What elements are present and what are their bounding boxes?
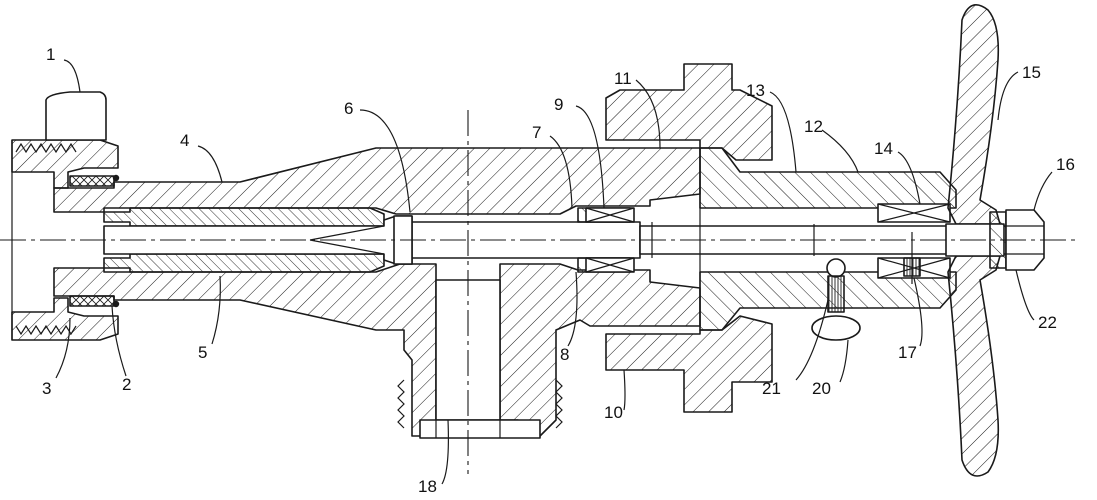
packing-assembly — [577, 207, 635, 273]
callout-18: 18 — [418, 477, 437, 496]
inner-sleeve-upper — [103, 207, 385, 227]
handwheel-upper-spoke — [947, 4, 1001, 225]
callout-5: 5 — [198, 343, 207, 362]
callout-12: 12 — [804, 117, 823, 136]
callout-20: 20 — [812, 379, 831, 398]
coupling-nut-grip — [45, 91, 107, 141]
callout-6: 6 — [344, 99, 353, 118]
inner-sleeve-lower — [103, 253, 385, 273]
center-lines — [0, 110, 1076, 474]
outlet-thread-right — [555, 379, 563, 429]
handwheel-lower-spoke — [947, 255, 1001, 477]
lock-screw-shank — [827, 275, 845, 313]
valve-body-upper — [53, 147, 701, 215]
gland-nut-upper — [699, 147, 957, 209]
callouts: 1 2 3 4 5 6 7 8 9 10 11 12 13 14 15 16 1… — [42, 45, 1075, 496]
callout-7: 7 — [532, 123, 541, 142]
lock-screw — [811, 258, 861, 341]
bearing — [877, 203, 951, 284]
callout-1: 1 — [46, 45, 55, 64]
o-ring-upper — [112, 174, 120, 182]
o-ring-lower — [112, 300, 120, 308]
callout-16: 16 — [1056, 155, 1075, 174]
seal-ring-lower — [69, 295, 115, 307]
callout-22: 22 — [1038, 313, 1057, 332]
seal-ring-upper — [69, 175, 115, 187]
callout-2: 2 — [122, 375, 131, 394]
callout-13: 13 — [746, 81, 765, 100]
outlet-thread-left — [397, 379, 405, 429]
valve-body-lower — [53, 263, 437, 437]
callout-15: 15 — [1022, 63, 1041, 82]
callout-14: 14 — [874, 139, 893, 158]
callout-17: 17 — [898, 343, 917, 362]
callout-21: 21 — [762, 379, 781, 398]
coupling-nut-upper — [11, 139, 119, 189]
coupling-nut-knurl-upper — [15, 142, 77, 154]
valve-body — [53, 147, 701, 439]
leader-lines — [55, 59, 1053, 485]
callout-11: 11 — [614, 69, 632, 88]
callout-4: 4 — [180, 131, 189, 150]
coupling-nut-knurl-lower — [15, 324, 77, 336]
outlet-seat-ring — [419, 419, 541, 439]
callout-9: 9 — [554, 95, 563, 114]
thumb-screw-head — [811, 315, 861, 341]
callout-8: 8 — [560, 345, 569, 364]
bonnet-upper — [605, 63, 773, 161]
callout-10: 10 — [604, 403, 623, 422]
coupling-nut — [11, 91, 119, 341]
callout-3: 3 — [42, 379, 51, 398]
bonnet-lower — [605, 315, 773, 413]
lock-ball — [826, 258, 846, 278]
